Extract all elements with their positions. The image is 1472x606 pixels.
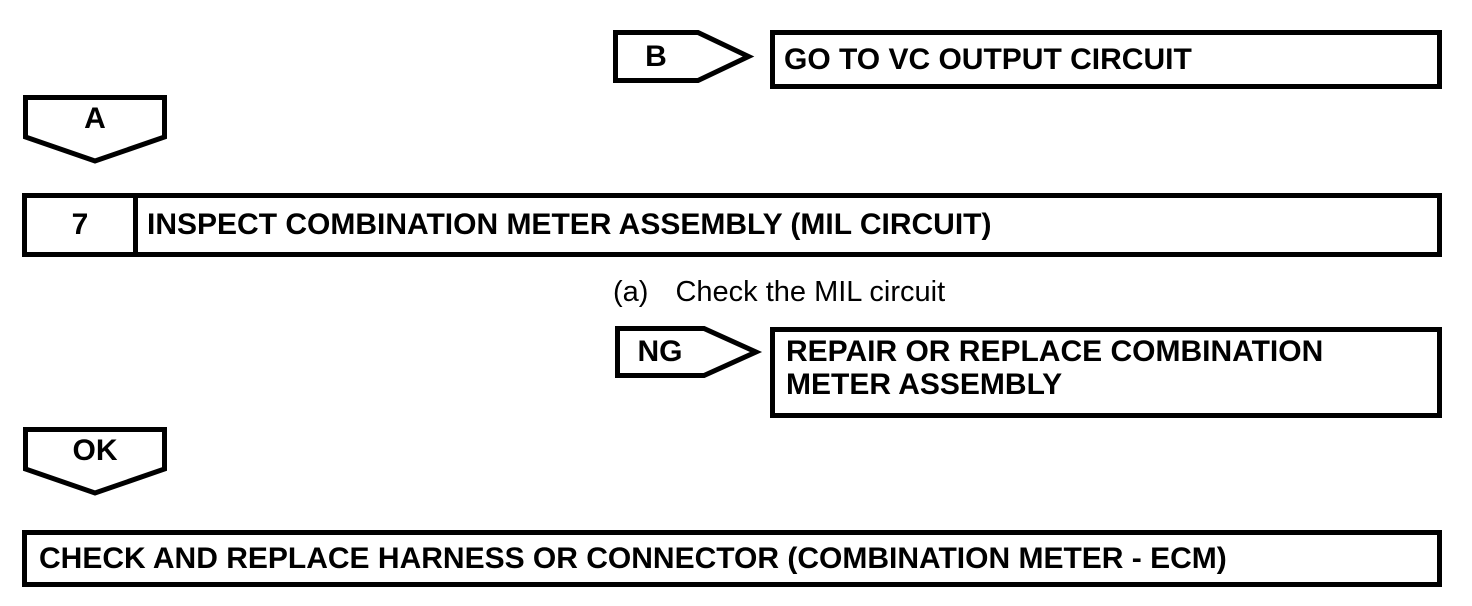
- instruction-marker: (a): [613, 276, 649, 308]
- action-box-check-replace-harness-text: CHECK AND REPLACE HARNESS OR CONNECTOR (…: [39, 541, 1227, 575]
- step-number: 7: [27, 198, 138, 252]
- down-pentagon-icon: [23, 95, 167, 164]
- step-title: INSPECT COMBINATION METER ASSEMBLY (MIL …: [147, 208, 992, 241]
- right-arrow-pentagon-icon: [615, 326, 763, 378]
- action-box-repair-replace: REPAIR OR REPLACE COMBINATION METER ASSE…: [770, 327, 1442, 418]
- connector-ok-label: OK: [72, 434, 118, 467]
- connector-ng-arrow: NG: [615, 326, 763, 378]
- connector-b-arrow: B: [613, 30, 755, 83]
- action-box-repair-replace-line2: METER ASSEMBLY: [786, 368, 1063, 401]
- connector-b-label: B: [645, 39, 667, 73]
- connector-a-label: A: [84, 102, 106, 135]
- down-pentagon-icon: [23, 427, 167, 496]
- right-arrow-pentagon-icon: [613, 30, 755, 83]
- instruction-text: Check the MIL circuit: [675, 276, 946, 308]
- action-box-go-to-vc-output: GO TO VC OUTPUT CIRCUIT: [770, 30, 1442, 89]
- connector-ok-pentagon: OK: [23, 427, 167, 497]
- step-header-box: 7 INSPECT COMBINATION METER ASSEMBLY (MI…: [22, 193, 1442, 257]
- connector-ng-label: NG: [637, 335, 683, 368]
- action-box-repair-replace-line1: REPAIR OR REPLACE COMBINATION: [786, 335, 1324, 368]
- action-box-check-replace-harness: CHECK AND REPLACE HARNESS OR CONNECTOR (…: [22, 530, 1442, 587]
- action-box-go-to-vc-output-text: GO TO VC OUTPUT CIRCUIT: [784, 42, 1192, 76]
- connector-a-pentagon: A: [23, 95, 167, 165]
- instruction-line: (a) Check the MIL circuit: [613, 277, 945, 308]
